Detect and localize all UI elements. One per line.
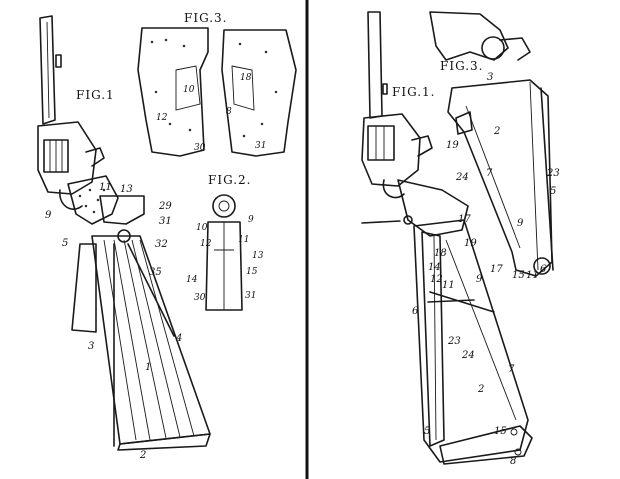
ref-11-r2: 11	[442, 280, 455, 291]
left-labels: FIG.1 9 11 13 29 31 5 32 35 3 4 1 2	[45, 88, 182, 461]
ref-4: 4	[175, 333, 182, 344]
ref-15-r2: 15	[494, 426, 507, 437]
ref-14-fig2: 14	[186, 275, 198, 285]
ref-8-grip: 8	[226, 107, 232, 117]
ref-2-r: 2	[493, 126, 500, 137]
ref-5-r: 5	[550, 186, 556, 197]
left-fig1-revolver	[37, 15, 211, 451]
ref-1: 1	[145, 362, 151, 373]
ref-31-fig2: 31	[245, 291, 256, 301]
right-fig1-labels: FIG.3. FIG.1. 17 18 14 12 11 19 9 6 23 2…	[392, 85, 516, 467]
ref-11-fig2: 11	[238, 235, 249, 245]
ref-2-r2: 2	[477, 384, 484, 395]
ref-19-r: 19	[446, 140, 459, 151]
left-fig2-rear-view	[205, 194, 243, 311]
fig2-label: FIG.2.	[208, 173, 252, 187]
ref-17-r: 17	[490, 264, 503, 275]
ref-23-r2: 23	[447, 336, 461, 347]
ref-24-r: 24	[455, 172, 469, 183]
ref-9-r2: 9	[476, 274, 483, 285]
ref-6-r: 6	[540, 264, 547, 275]
ref-8-r2: 8	[510, 456, 516, 467]
fig3-label-right: FIG.3.	[440, 59, 484, 73]
fig1-label-left: FIG.1	[76, 88, 115, 102]
ref-23-r: 23	[546, 168, 560, 179]
ref-35: 35	[149, 267, 162, 278]
right-fig3-folded-stock	[429, 11, 554, 277]
ref-10-fig2: 10	[196, 223, 208, 233]
ref-32: 32	[155, 239, 168, 250]
ref-3: 3	[88, 341, 94, 352]
right-fig1-revolver	[361, 11, 533, 465]
ref-30-grip: 30	[194, 143, 206, 153]
ref-7-r2: 7	[508, 364, 515, 375]
ref-6-r2: 6	[412, 306, 419, 317]
ref-2: 2	[139, 450, 146, 461]
fig1-label-right: FIG.1.	[392, 85, 436, 99]
fig3-label-left: FIG.3.	[184, 11, 228, 25]
ref-10-grip: 10	[183, 85, 195, 95]
ref-13: 13	[120, 184, 133, 195]
left-fig3-labels: FIG.3. 10 18 12 8 30 31	[156, 11, 266, 153]
ref-11-r: 11	[526, 270, 539, 281]
ref-18-r2: 18	[434, 248, 447, 259]
ref-19-r2: 19	[464, 238, 477, 249]
ref-31: 31	[159, 216, 172, 227]
ref-14-r2: 14	[428, 262, 441, 273]
ref-29: 29	[158, 201, 172, 212]
ref-18-grip: 18	[240, 73, 252, 83]
ref-15-r: 15	[512, 270, 525, 281]
right-fig3-labels: FIG.3. 3 2 19 24 7 23 5 9 17 15 11 6	[440, 59, 560, 281]
ref-12-grip: 12	[156, 113, 168, 123]
ref-17-r2: 17	[458, 214, 471, 225]
grip-stipple	[78, 188, 106, 214]
ref-9-r: 9	[517, 218, 524, 229]
ref-24-r2: 24	[461, 350, 475, 361]
ref-5: 5	[62, 238, 68, 249]
ref-7-r: 7	[486, 168, 493, 179]
ref-5-r2: 5	[424, 426, 430, 437]
ref-12-r2: 12	[430, 274, 443, 285]
left-fig3-grip-panels	[137, 27, 297, 157]
ref-3-r: 3	[487, 72, 493, 83]
ref-15-fig2: 15	[246, 267, 258, 277]
left-fig2-labels: FIG.2. 10 9 12 11 13 14 15 30 31	[186, 173, 264, 303]
ref-31-grip: 31	[255, 141, 266, 151]
ref-9: 9	[45, 210, 52, 221]
ref-9-fig2: 9	[248, 215, 254, 225]
ref-30-fig2: 30	[194, 293, 206, 303]
ref-11: 11	[99, 182, 112, 193]
ref-12-fig2: 12	[200, 239, 212, 249]
ref-13-fig2: 13	[252, 251, 264, 261]
